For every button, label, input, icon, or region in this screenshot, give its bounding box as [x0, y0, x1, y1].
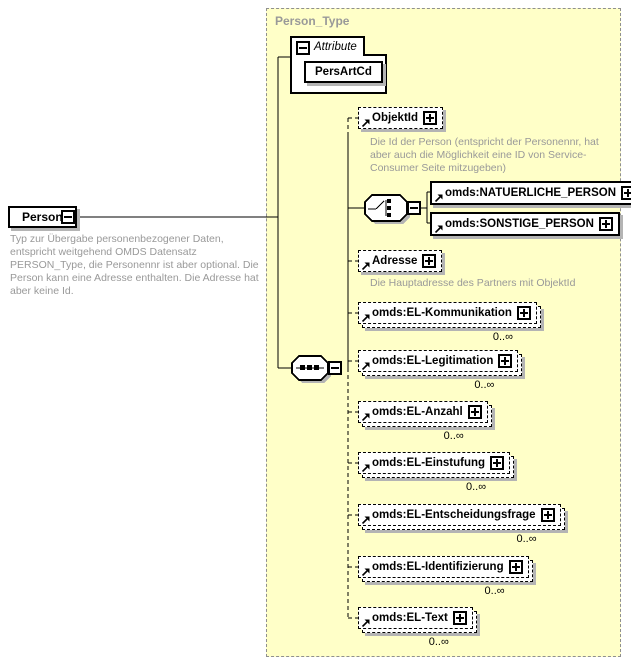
- occurrence-label: 0..∞: [443, 430, 464, 442]
- reference-arrow-icon: [361, 412, 370, 421]
- element-label: omds:EL-Anzahl: [372, 406, 463, 418]
- plus-icon[interactable]: [598, 217, 613, 231]
- element-label: Adresse: [372, 255, 418, 267]
- element-label: ObjektId: [372, 112, 419, 124]
- reference-arrow-icon: [361, 361, 370, 370]
- minus-icon[interactable]: [296, 41, 310, 55]
- element-el-einstufung[interactable]: omds:EL-Einstufung 0..∞: [358, 452, 515, 493]
- attribute-header: Attribute: [314, 41, 357, 53]
- plus-icon[interactable]: [490, 456, 505, 470]
- plus-icon[interactable]: [422, 254, 437, 268]
- reference-arrow-icon: [361, 567, 370, 576]
- element-adresse[interactable]: Adresse: [358, 250, 443, 272]
- element-label: Person: [22, 210, 63, 224]
- reference-arrow-icon: [361, 618, 370, 627]
- element-label: omds:EL-Text: [372, 612, 448, 624]
- reference-arrow-icon: [434, 193, 443, 202]
- minus-icon[interactable]: [328, 361, 342, 375]
- reference-arrow-icon: [361, 515, 370, 524]
- plus-icon[interactable]: [423, 111, 438, 125]
- panel-title: Person_Type: [275, 14, 350, 28]
- person-type-panel: Person_Type: [266, 8, 621, 657]
- element-label: omds:EL-Legitimation: [372, 355, 494, 367]
- occurrence-label: 0..∞: [516, 533, 537, 545]
- plus-icon[interactable]: [540, 508, 555, 522]
- occurrence-label: 0..∞: [466, 481, 487, 493]
- reference-arrow-icon: [361, 313, 370, 322]
- element-label: omds:SONSTIGE_PERSON: [445, 218, 594, 230]
- element-el-identifizierung[interactable]: omds:EL-Identifizierung 0..∞: [358, 556, 533, 597]
- adresse-description: Die Hauptadresse des Partners mit Objekt…: [370, 277, 576, 289]
- objektid-description: Die Id der Person (entspricht der Person…: [370, 136, 599, 174]
- element-label: omds:EL-Kommunikation: [372, 307, 512, 319]
- element-el-anzahl[interactable]: omds:EL-Anzahl 0..∞: [358, 401, 492, 442]
- element-natuerliche-person[interactable]: omds:NATUERLICHE_PERSON: [430, 181, 631, 205]
- element-person[interactable]: Person: [8, 206, 77, 228]
- plus-icon[interactable]: [508, 560, 523, 574]
- element-label: omds:EL-Einstufung: [372, 457, 486, 469]
- element-el-entscheidungsfrage[interactable]: omds:EL-Entscheidungsfrage 0..∞: [358, 504, 565, 545]
- element-el-text[interactable]: omds:EL-Text 0..∞: [358, 607, 477, 648]
- element-el-kommunikation[interactable]: omds:EL-Kommunikation 0..∞: [358, 302, 541, 343]
- reference-arrow-icon: [434, 224, 443, 233]
- attribute-persartcd[interactable]: PersArtCd: [304, 61, 383, 83]
- element-el-legitimation[interactable]: omds:EL-Legitimation 0..∞: [358, 350, 523, 391]
- element-sonstige-person[interactable]: omds:SONSTIGE_PERSON: [430, 212, 620, 236]
- reference-arrow-icon: [361, 463, 370, 472]
- plus-icon[interactable]: [621, 186, 631, 200]
- occurrence-label: 0..∞: [428, 636, 449, 648]
- plus-icon[interactable]: [452, 611, 467, 625]
- element-objektid[interactable]: ObjektId: [358, 107, 444, 129]
- occurrence-label: 0..∞: [474, 379, 495, 391]
- plus-icon[interactable]: [498, 354, 513, 368]
- minus-icon[interactable]: [407, 201, 421, 215]
- plus-icon[interactable]: [467, 405, 482, 419]
- attribute-label: PersArtCd: [315, 66, 372, 78]
- plus-icon[interactable]: [516, 306, 531, 320]
- occurrence-label: 0..∞: [492, 331, 513, 343]
- person-description: Typ zur Übergabe personenbezogener Daten…: [10, 233, 259, 297]
- element-label: omds:EL-Entscheidungsfrage: [372, 509, 536, 521]
- reference-arrow-icon: [361, 261, 370, 270]
- element-label: omds:EL-Identifizierung: [372, 561, 504, 573]
- minus-icon[interactable]: [61, 210, 75, 224]
- occurrence-label: 0..∞: [484, 585, 505, 597]
- reference-arrow-icon: [361, 118, 370, 127]
- element-label: omds:NATUERLICHE_PERSON: [445, 187, 617, 199]
